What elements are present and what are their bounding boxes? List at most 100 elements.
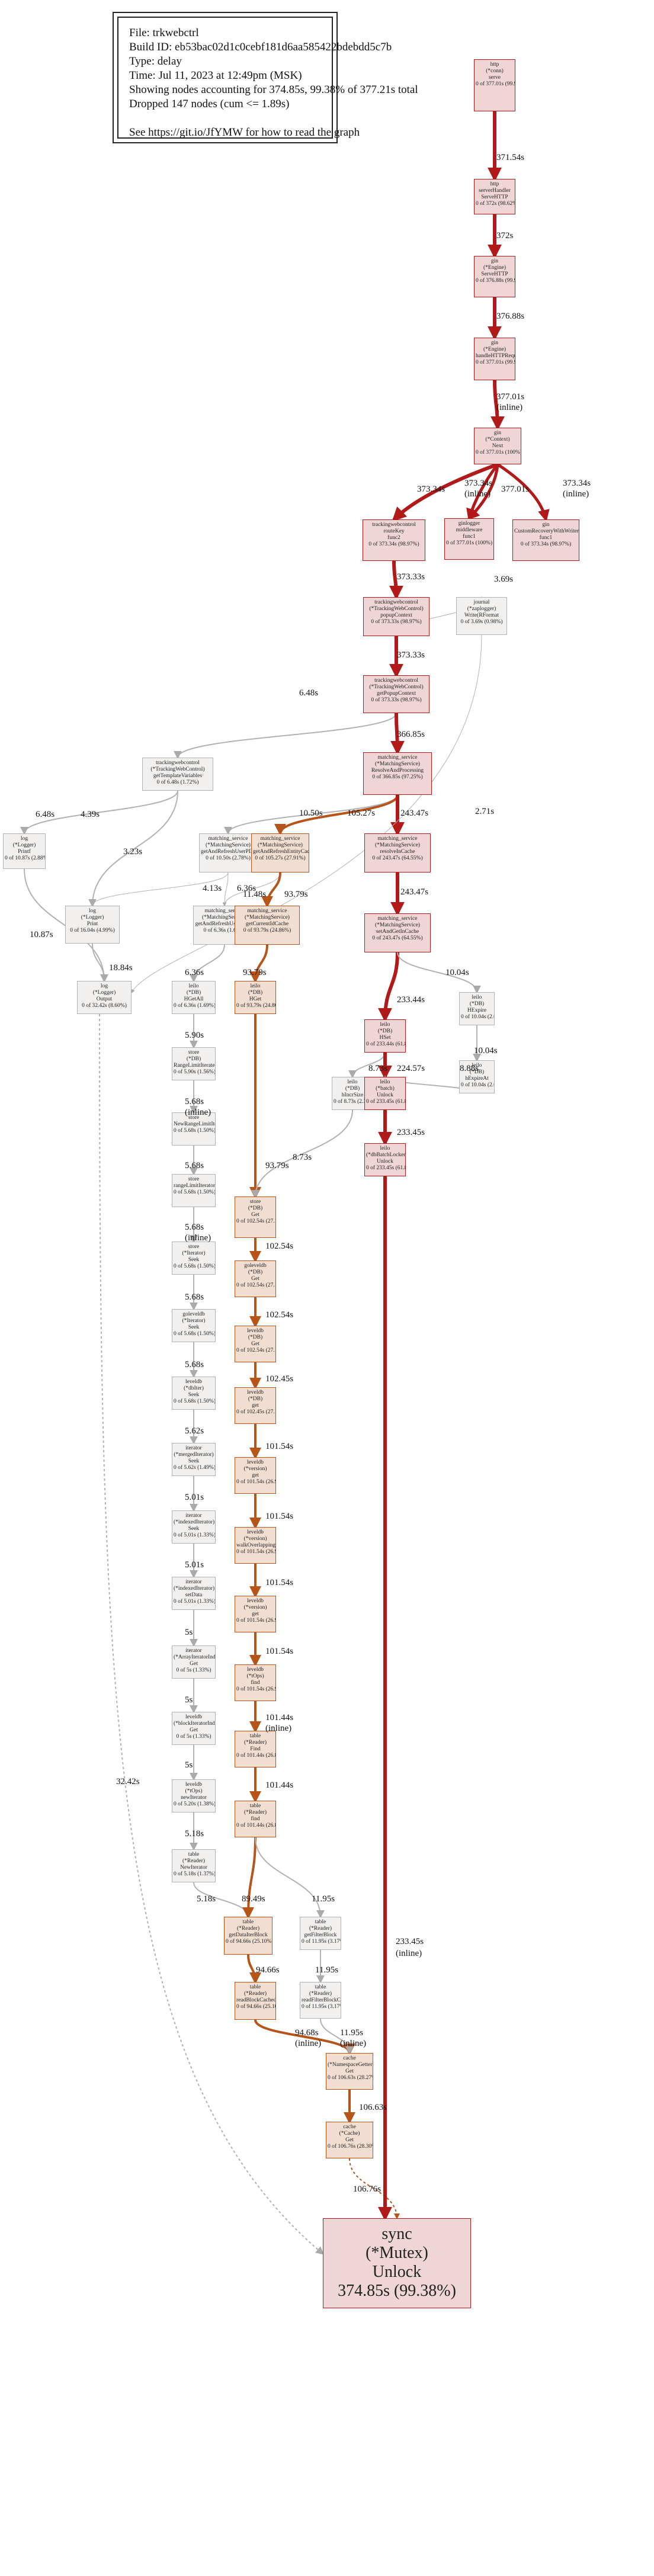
graph-node-n12[interactable]: trackingwebcontrol(*TrackingWebControl)g… (142, 758, 213, 791)
node-cum: 0 of 102.54s (27.19%) (236, 1218, 275, 1224)
node-fn: (*DB) (469, 1001, 485, 1007)
graph-node-n13[interactable]: matching_service(*MatchingService)Resolv… (363, 752, 432, 795)
edge-label: 224.57s (397, 1064, 425, 1073)
graph-node-n11[interactable]: trackingwebcontrol(*TrackingWebControl)g… (363, 675, 429, 713)
node-cum: 0 of 372s (98.62%) (476, 201, 515, 207)
node-fn2: walkOverlapping (236, 1542, 275, 1548)
node-fn: NewRangeLimitIterator (174, 1121, 215, 1127)
node-fn2: find (251, 1816, 260, 1822)
node-pkg: store (188, 1050, 200, 1056)
edge-n15-n19 (222, 872, 229, 907)
node-fn: CustomRecoveryWithWriter (514, 528, 579, 534)
node-pkg: iterator (185, 1579, 202, 1585)
edge-label: 377.01s (501, 485, 530, 494)
graph-node-n58[interactable]: table(*Reader)readFilterBlockCached0 of … (300, 1982, 341, 2019)
edge-label: (inline) (295, 2039, 322, 2048)
edge-label: 233.45s (397, 1128, 425, 1137)
node-cum: 0 of 5.01s (1.33%) (174, 1599, 216, 1605)
node-pkg: trackingwebcontrol (156, 760, 200, 766)
graph-node-n4[interactable]: gin(*Engine)handleHTTPRequest0 of 377.01… (474, 338, 515, 380)
node-pkg: leveldb (247, 1390, 264, 1396)
graph-node-n20[interactable]: matching_service(*MatchingService)getCur… (235, 906, 300, 945)
node-fn2: getTemplateVariables (153, 773, 203, 779)
graph-node-n16[interactable]: matching_service(*MatchingService)getAnd… (251, 833, 309, 872)
node-pkg: matching_service (208, 836, 248, 842)
edge-n55-n57 (247, 1954, 261, 1984)
node-cum: 0 of 10.04s (2.66%) (461, 1014, 494, 1020)
edge-label: 8.73s (368, 1064, 388, 1073)
edge-label: 5.68s (185, 1223, 204, 1232)
graph-node-n21[interactable]: matching_service(*MatchingService)setAnd… (364, 913, 431, 952)
node-fn2: Next (492, 443, 504, 449)
node-pkg: cache (343, 2055, 356, 2061)
node-fn2: Seek (188, 1458, 200, 1464)
edge-label: 101.44s (265, 1781, 294, 1790)
graph-node-n31[interactable]: storeNewRangeLimitIterator0 of 5.68s (1.… (172, 1112, 216, 1146)
node-cum: 0 of 11.95s (3.17%) (302, 1939, 341, 1945)
graph-node-n9[interactable]: trackingwebcontrol(*TrackingWebControl)p… (363, 597, 429, 636)
graph-node-n15[interactable]: matching_service(*MatchingService)getAnd… (199, 833, 257, 872)
node-fn2: ResolveAndProcessing (371, 768, 424, 774)
node-pkg: leilo (472, 1063, 482, 1069)
edge-label: 102.54s (265, 1310, 294, 1320)
graph-node-n17[interactable]: matching_service(*MatchingService)resolv… (364, 833, 431, 872)
node-pkg: trackingwebcontrol (374, 678, 418, 684)
node-fn2: find (251, 1680, 260, 1686)
node-fn2: resolveInCache (380, 849, 415, 855)
node-fn: (*TrackingWebControl) (369, 606, 424, 612)
node-fn2: get (252, 1611, 259, 1617)
edge-label: 233.45s (396, 1937, 424, 1946)
edge-label: 373.33s (397, 650, 425, 660)
node-fn: (*DB) (248, 1334, 263, 1340)
node-pkg: leilo (188, 983, 199, 989)
node-pkg: cache (343, 2124, 356, 2130)
node-cum: 0 of 102.54s (27.19%) (236, 1282, 275, 1288)
